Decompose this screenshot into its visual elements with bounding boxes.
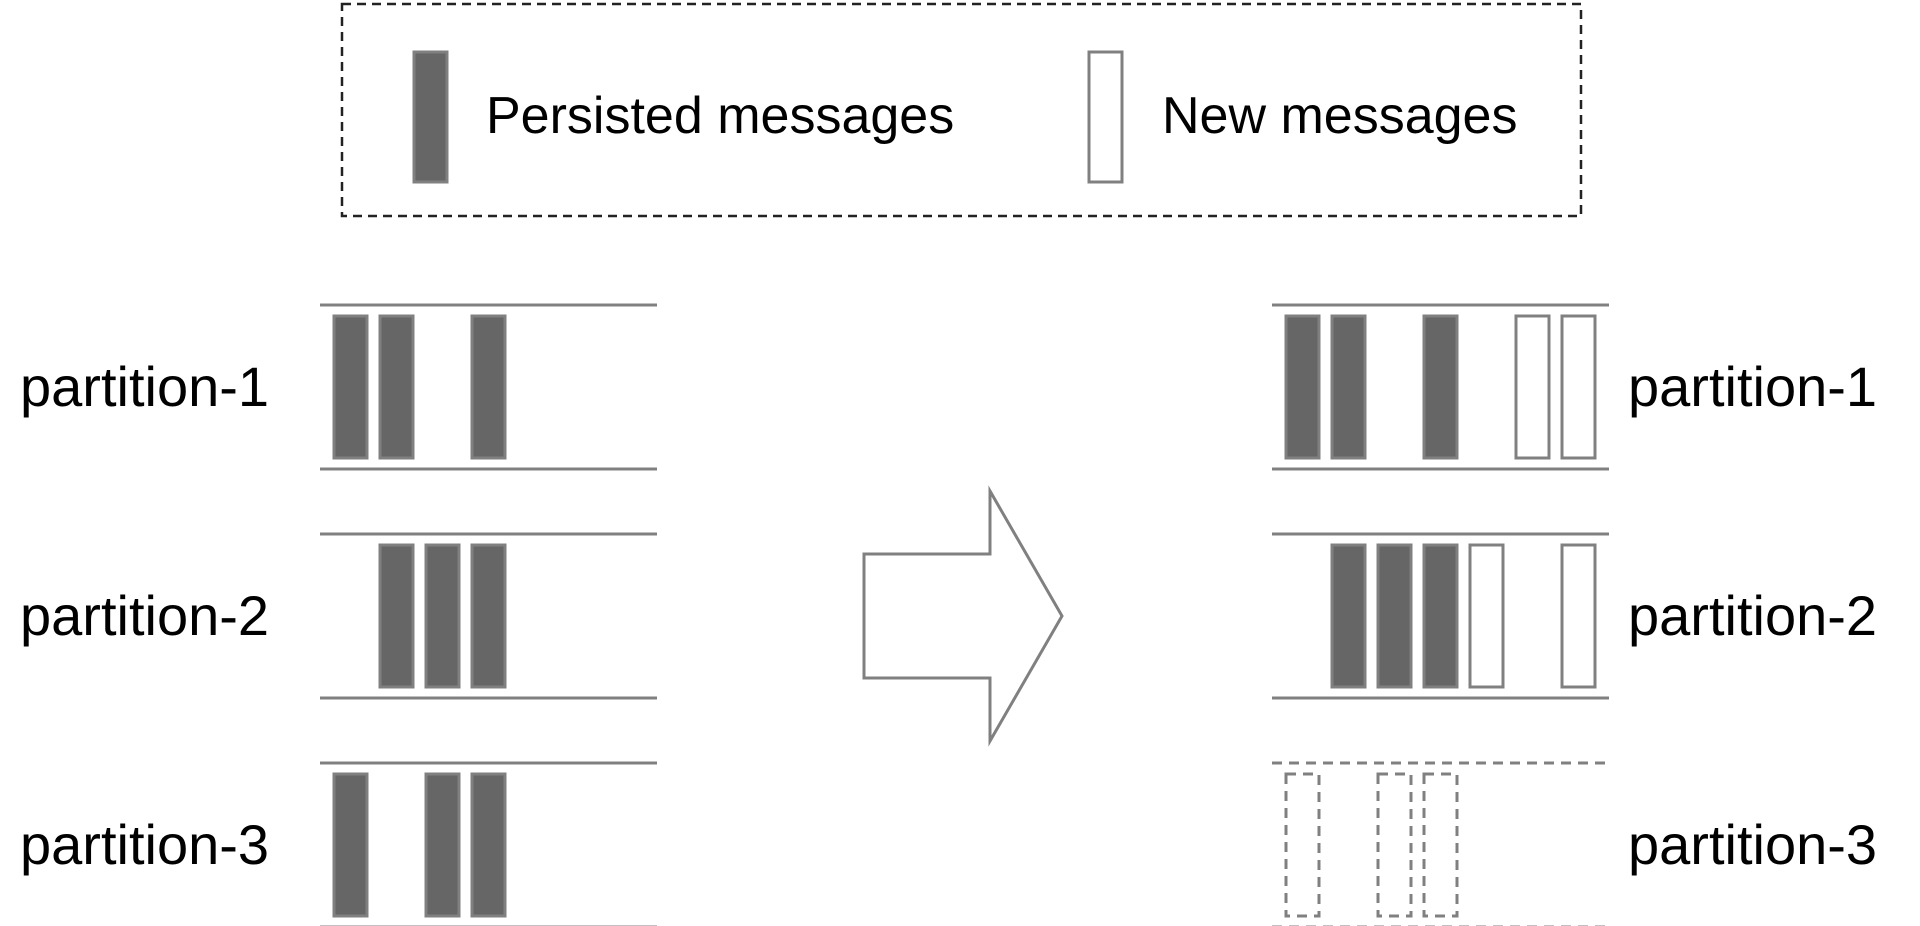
persisted-message [332, 314, 369, 460]
persisted-message [1330, 543, 1367, 689]
unavailable-message [1376, 772, 1413, 918]
legend-frame [340, 2, 1583, 218]
persisted-message [470, 543, 507, 689]
unavailable-message [1422, 772, 1459, 918]
persisted-message [470, 314, 507, 460]
partition-label: partition-2 [20, 584, 269, 647]
partition-label: partition-1 [1628, 355, 1877, 418]
legend: Persisted messages New messages [340, 2, 1583, 218]
persisted-message [1330, 314, 1367, 460]
left-partition-3: partition-3 [20, 761, 657, 926]
partition-label: partition-3 [1628, 813, 1877, 876]
right-partition-3: partition-3 [1272, 761, 1877, 926]
unavailable-message [1284, 772, 1321, 918]
right-arrow-icon [862, 485, 1064, 747]
left-partition-2: partition-2 [20, 532, 657, 700]
persisted-message [424, 772, 461, 918]
legend-persisted-swatch [412, 50, 449, 184]
persisted-message [332, 772, 369, 918]
persisted-message [1376, 543, 1413, 689]
new-message [1514, 314, 1551, 460]
left-partition-1: partition-1 [20, 303, 657, 471]
persisted-message [378, 543, 415, 689]
right-partition-2: partition-2 [1272, 532, 1877, 700]
persisted-message [1422, 543, 1459, 689]
persisted-message [378, 314, 415, 460]
partitions-after: partition-1 partition-2 partition-3 [1272, 303, 1877, 926]
partitions-before: partition-1 partition-2 partition-3 [20, 303, 657, 926]
partition-label: partition-3 [20, 813, 269, 876]
right-partition-1: partition-1 [1272, 303, 1877, 471]
persisted-message [470, 772, 507, 918]
partition-label: partition-2 [1628, 584, 1877, 647]
persisted-message [424, 543, 461, 689]
legend-persisted-label: Persisted messages [486, 87, 954, 145]
new-message [1560, 314, 1597, 460]
new-message [1560, 543, 1597, 689]
partition-label: partition-1 [20, 355, 269, 418]
persisted-message [1422, 314, 1459, 460]
new-message [1468, 543, 1505, 689]
persisted-message [1284, 314, 1321, 460]
legend-new-swatch [1087, 50, 1124, 184]
legend-new-label: New messages [1162, 87, 1517, 145]
